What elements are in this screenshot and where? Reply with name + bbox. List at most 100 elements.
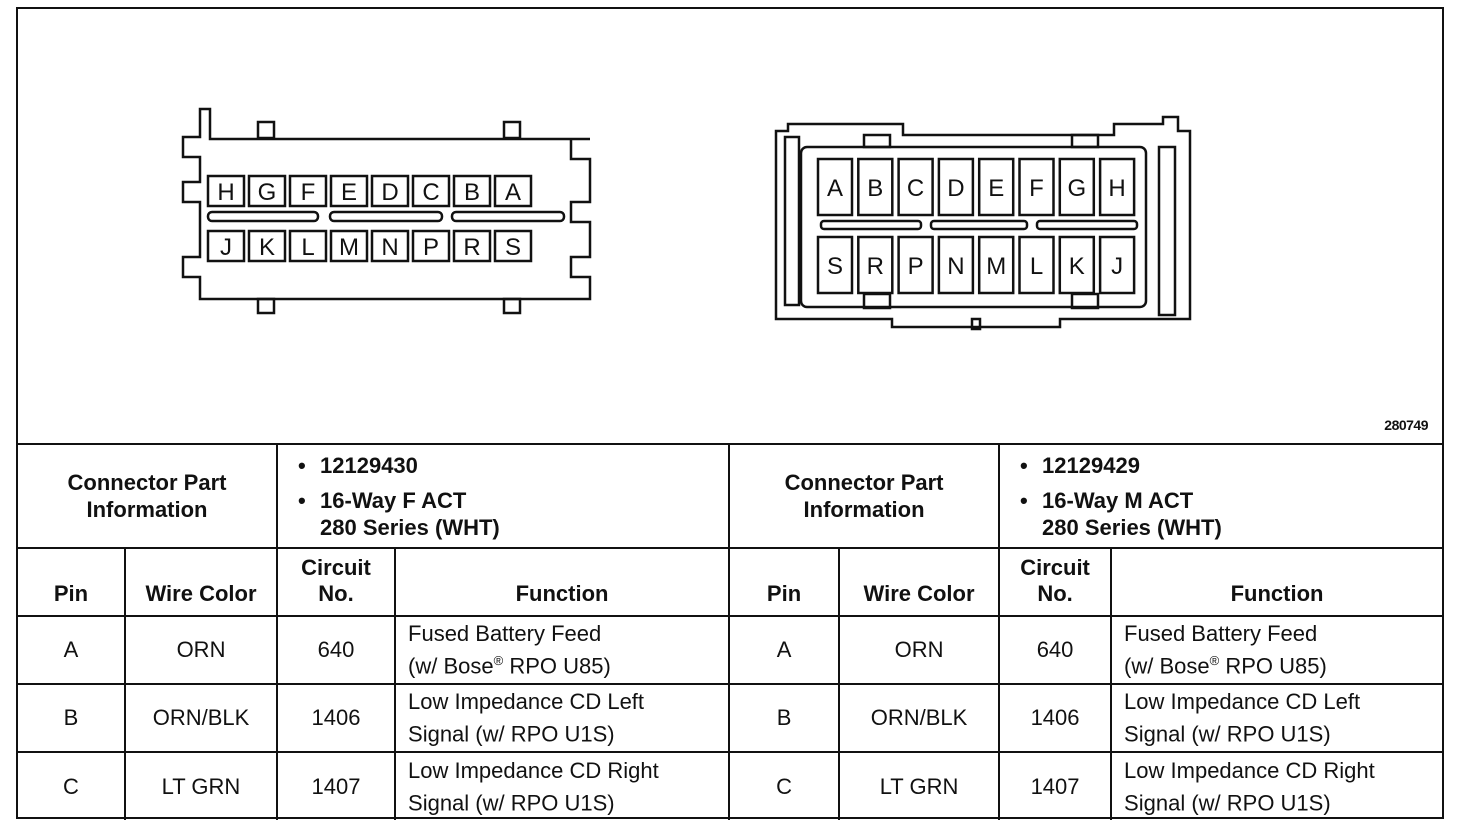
left-bottom-pin-label: K [259, 234, 275, 261]
pin-cell: C [728, 751, 841, 820]
header-circuit-line1: Circuit [1020, 555, 1090, 580]
right-bottom-pin-label: S [827, 253, 843, 280]
function-cell: Fused Battery Feed(w/ Bose® RPO U85) [1110, 615, 1443, 685]
left-top-pin-cavity [206, 174, 246, 208]
header-function: Function [1110, 547, 1443, 616]
circuit-cell: 1406 [998, 683, 1113, 753]
right-top-pin-cavity [1058, 157, 1096, 217]
registered-mark: ® [493, 653, 504, 669]
right-bottom-pin-cavity [857, 235, 894, 295]
circuit-cell: 1407 [998, 751, 1113, 820]
left-bottom-pin-label: P [423, 234, 439, 261]
left-bottom-pin-label: L [301, 234, 314, 261]
circuit-cell: 640 [998, 615, 1113, 685]
wire-color-cell: ORN/BLK [123, 683, 279, 753]
pin-cell: B [18, 683, 126, 753]
function-line1: Fused Battery Feed [408, 621, 602, 647]
right-top-pin-cavity [937, 157, 975, 217]
header-pin: Pin [728, 547, 841, 616]
right-bottom-pin-cavity [1018, 235, 1055, 295]
right-part-info: 12129429 16-Way M ACT 280 Series (WHT) [998, 443, 1443, 549]
left-bottom-pin-cavity [452, 229, 492, 263]
function-line1: Low Impedance CD Left [408, 689, 645, 715]
right-part-number: 12129429 [1020, 452, 1442, 479]
right-top-pin-label: B [867, 175, 883, 202]
right-top-pin-cavity [816, 157, 854, 217]
function-line2: Signal (w/ RPO U1S) [408, 784, 728, 816]
right-bottom-pin-label: M [986, 253, 1006, 280]
right-bottom-pin-label: R [867, 253, 884, 280]
figure-id: 280749 [1384, 417, 1428, 433]
left-bottom-pin-label: N [381, 234, 398, 261]
pin-cell: C [18, 751, 126, 820]
header-circuit-line1: Circuit [301, 555, 371, 580]
right-keyway-3 [1035, 219, 1139, 231]
wire-color-cell: ORN [838, 615, 1001, 685]
function-line2-suffix: RPO U85) [1219, 653, 1327, 679]
function-line1: Low Impedance CD Right [1124, 757, 1375, 783]
registered-mark: ® [1209, 653, 1220, 669]
right-bottom-pin-label: K [1069, 253, 1085, 280]
right-desc-line2: 280 Series (WHT) [1042, 514, 1222, 540]
header-wire-color: Wire Color [838, 547, 1001, 616]
right-top-pin-label: D [947, 175, 964, 202]
left-connector-body [181, 107, 592, 301]
circuit-cell: 640 [276, 615, 397, 685]
right-bottom-pin-cavity [1098, 235, 1136, 295]
left-keyway-2 [328, 210, 444, 223]
right-bottom-pin-label: N [947, 253, 964, 280]
header-circuit-line2: No. [1037, 581, 1073, 606]
left-desc-line2: 280 Series (WHT) [320, 514, 500, 540]
function-line2: Signal (w/ RPO U1S) [408, 715, 728, 747]
right-top-pin-label: G [1067, 175, 1086, 202]
right-bottom-pin-label: P [908, 253, 924, 280]
left-keyway-1 [206, 210, 320, 223]
function-line2: (w/ Bose® RPO U85) [1124, 647, 1442, 679]
left-part-number: 12129430 [298, 452, 728, 479]
function-cell: Fused Battery Feed (w/ Bose® RPO U85) [394, 615, 731, 685]
right-top-pin-cavity [1098, 157, 1136, 217]
function-line2-text: (w/ Bose [408, 653, 494, 679]
header-circuit-line2: No. [318, 581, 354, 606]
left-top-pin-label: G [258, 179, 277, 206]
right-top-pin-label: C [907, 175, 924, 202]
right-top-pin-cavity [857, 157, 894, 217]
left-top-pin-label: A [505, 179, 521, 206]
left-bottom-pin-label: M [339, 234, 359, 261]
right-desc-line1: 16-Way M ACT [1020, 487, 1442, 514]
left-bottom-pin-cavity [288, 229, 328, 263]
right-key-notch [970, 317, 982, 331]
right-top-pin-label: F [1029, 175, 1044, 202]
left-top-pin-label: F [301, 179, 316, 206]
pin-cell: A [728, 615, 841, 685]
function-line2-text: (w/ Bose [1124, 653, 1210, 679]
left-top-pin-label: D [381, 179, 398, 206]
right-top-tab-1 [862, 133, 892, 149]
right-info-label: Connector Part Information [728, 443, 1001, 549]
right-top-pin-cavity [977, 157, 1015, 217]
left-top-pin-label: E [341, 179, 357, 206]
left-top-pin-label: B [464, 179, 480, 206]
function-line2-text: Signal (w/ RPO U1S) [408, 790, 615, 816]
right-top-pin-label: A [827, 175, 843, 202]
right-keyway-2 [929, 219, 1029, 231]
header-pin: Pin [18, 547, 126, 616]
right-bottom-pin-label: J [1111, 253, 1123, 280]
right-bottom-pin-cavity [977, 235, 1015, 295]
left-top-pin-cavity [329, 174, 369, 208]
connector-table: Connector Part Information 12129430 16-W… [18, 443, 1443, 820]
right-bottom-pin-cavity [816, 235, 854, 295]
pin-cell: A [18, 615, 126, 685]
right-bottom-pin-cavity [937, 235, 975, 295]
header-circuit: Circuit No. [998, 547, 1113, 616]
left-bottom-pin-cavity [493, 229, 533, 263]
function-line2: Signal (w/ RPO U1S) [1124, 715, 1442, 747]
function-line2-suffix: RPO U85) [503, 653, 611, 679]
